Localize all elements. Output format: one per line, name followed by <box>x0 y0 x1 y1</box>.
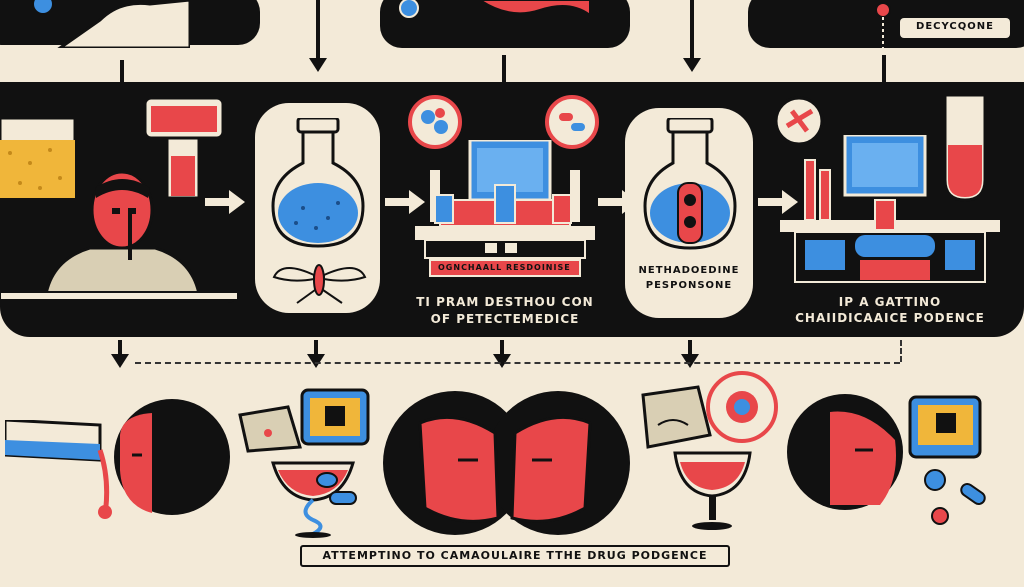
arrow-right-2 <box>385 190 425 214</box>
test-tube-right-icon <box>943 95 987 202</box>
mosquito-bubble-icon <box>774 96 824 146</box>
bag-icon <box>238 405 302 453</box>
arrow-down-bottom-3 <box>493 340 511 368</box>
label-top-right-bg <box>900 18 1010 38</box>
dashed-connector-right <box>900 340 902 362</box>
caption-step5-line1: IP A GATTINO <box>838 295 942 309</box>
cocktail-glass-icon <box>271 461 355 538</box>
person-icon <box>43 170 202 300</box>
arrow-down-top-2 <box>683 0 701 72</box>
footer-banner: ATTEMPTINO TO CAMAOULAIRE TTHE DRUG PODG… <box>322 549 708 562</box>
arrow-right-1 <box>205 190 245 214</box>
pills-scatter-icon <box>924 469 986 525</box>
arrow-down-bottom-4 <box>681 340 699 368</box>
hand-icon <box>480 0 590 17</box>
lab-analyzer-icon <box>415 140 595 277</box>
bench-line-icon <box>0 291 239 301</box>
id-card-icon <box>300 388 370 446</box>
badge-card-icon <box>908 395 982 459</box>
caption-step3-line1: TI PRAM DESTHOU CON <box>416 295 594 309</box>
pill-bubble-left-icon <box>408 95 462 149</box>
beer-glass-icon <box>0 118 77 200</box>
face-left-icon <box>114 399 230 515</box>
lab-machine-right-icon <box>780 135 1000 283</box>
caption-step4-line2: PESPONSONE <box>645 280 733 291</box>
device-label: OGNCHAALL RESDOINISE <box>438 263 571 272</box>
pill-icon <box>32 0 54 15</box>
flask-blue-icon <box>271 118 365 248</box>
capsules-icon <box>316 472 357 505</box>
stone-bag-icon <box>641 385 712 449</box>
footer-banner-bg <box>300 545 730 567</box>
caption-step4-line1: NETHADOEDINE <box>638 265 740 276</box>
caption-step5-line2: CHAIIDICAAICE PODENCE <box>795 311 985 325</box>
arrow-down-top-1 <box>309 0 327 72</box>
pill-bubble-right-icon <box>545 95 599 149</box>
flask-red-sample-icon <box>643 118 737 250</box>
arrow-down-bottom-1 <box>111 340 129 368</box>
label-top-right: DECYCQONE <box>916 21 994 32</box>
test-tube-red-icon <box>145 98 225 200</box>
caption-step3-line2: OF PETECTEMEDICE <box>430 312 580 326</box>
arrow-right-4 <box>758 190 798 214</box>
mosquito-icon <box>272 264 367 304</box>
vial-icon <box>399 0 419 18</box>
dashed-connector <box>135 362 900 364</box>
two-faces-icon <box>383 391 630 535</box>
goblet-icon <box>673 451 752 530</box>
face-right-icon <box>787 394 903 510</box>
drip-icon <box>875 2 891 55</box>
magnifier-bubble-icon <box>706 371 778 443</box>
pouring-cup-icon <box>5 420 112 519</box>
head-silhouette-icon <box>57 0 190 48</box>
arrow-down-bottom-2 <box>307 340 325 368</box>
